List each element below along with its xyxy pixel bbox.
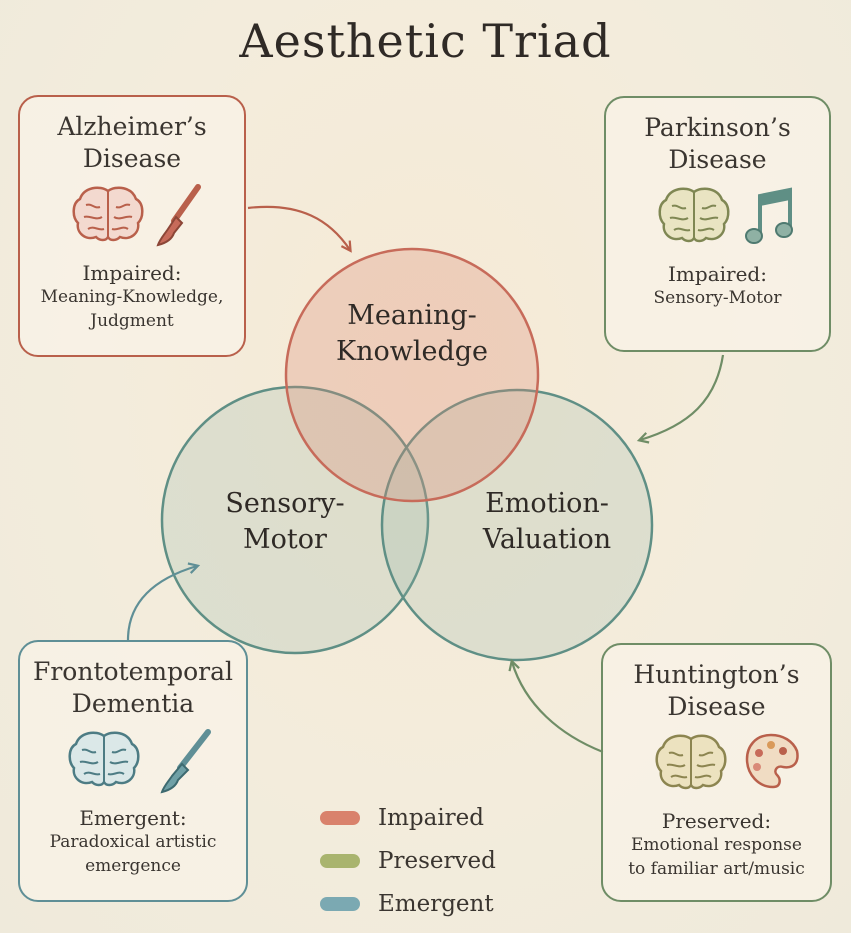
legend-item-impaired: Impaired <box>320 796 496 839</box>
card-title: Huntington’s Disease <box>633 660 800 721</box>
card-frontotemporal-dementia: Frontotemporal Dementia Emergent: Parado… <box>18 640 248 902</box>
paintbrush-icon <box>160 729 211 794</box>
brain-icon <box>72 186 144 242</box>
status-detail: emergence <box>85 856 181 876</box>
status-detail: to familiar art/music <box>628 859 805 879</box>
card-icons <box>20 728 246 798</box>
arrow-parkinsons <box>636 354 725 444</box>
circle-meaning-knowledge <box>284 247 540 503</box>
legend-label: Impaired <box>378 804 485 831</box>
card-title: Frontotemporal Dementia <box>33 657 233 718</box>
legend-swatch <box>320 810 360 825</box>
brain-icon <box>655 734 727 790</box>
status-detail: Judgment <box>90 311 174 331</box>
legend-item-preserved: Preserved <box>320 839 496 882</box>
legend-swatch <box>320 853 360 868</box>
circle-label-emotion-valuation: Emotion- Valuation <box>482 488 612 555</box>
status-detail: Emotional response <box>631 835 802 855</box>
status-label: Preserved: <box>661 809 772 833</box>
circle-sensory-motor <box>160 385 430 655</box>
legend-label: Preserved <box>378 847 496 874</box>
legend-item-emergent: Emergent <box>320 882 496 925</box>
brain-icon <box>658 187 730 243</box>
palette-icon <box>745 733 799 789</box>
card-parkinsons: Parkinson’s Disease Impaired: Sensory-Mo… <box>604 96 831 352</box>
circle-label-sensory-motor: Sensory- Motor <box>225 488 345 555</box>
card-alzheimers: Alzheimer’s Disease Impaired: Meaning-Kn… <box>18 95 246 357</box>
card-icons <box>20 183 244 253</box>
arrow-ftd <box>126 562 201 641</box>
card-huntingtons: Huntington’s Disease Preserved: Emotiona… <box>601 643 832 902</box>
brain-icon <box>68 731 140 787</box>
card-icons <box>606 184 829 254</box>
status-detail: Paradoxical artistic <box>49 832 217 852</box>
card-title: Alzheimer’s Disease <box>57 112 207 173</box>
status-label: Impaired: <box>82 261 182 285</box>
arrow-alzheimers <box>247 205 352 253</box>
arrow-huntingtons <box>508 658 604 754</box>
legend: Impaired Preserved Emergent <box>320 796 496 925</box>
status-label: Emergent: <box>79 806 187 830</box>
paintbrush-icon <box>156 184 201 247</box>
status-detail: Sensory-Motor <box>653 288 782 308</box>
page-title: Aesthetic Triad <box>239 14 612 68</box>
music-note-icon <box>745 187 793 244</box>
status-label: Impaired: <box>668 262 767 286</box>
legend-label: Emergent <box>378 890 494 917</box>
circle-label-meaning-knowledge: Meaning- Knowledge <box>335 300 489 367</box>
card-title: Parkinson’s Disease <box>644 113 791 174</box>
status-detail: Meaning-Knowledge, <box>40 287 224 307</box>
legend-swatch <box>320 896 360 911</box>
card-icons <box>603 731 830 801</box>
